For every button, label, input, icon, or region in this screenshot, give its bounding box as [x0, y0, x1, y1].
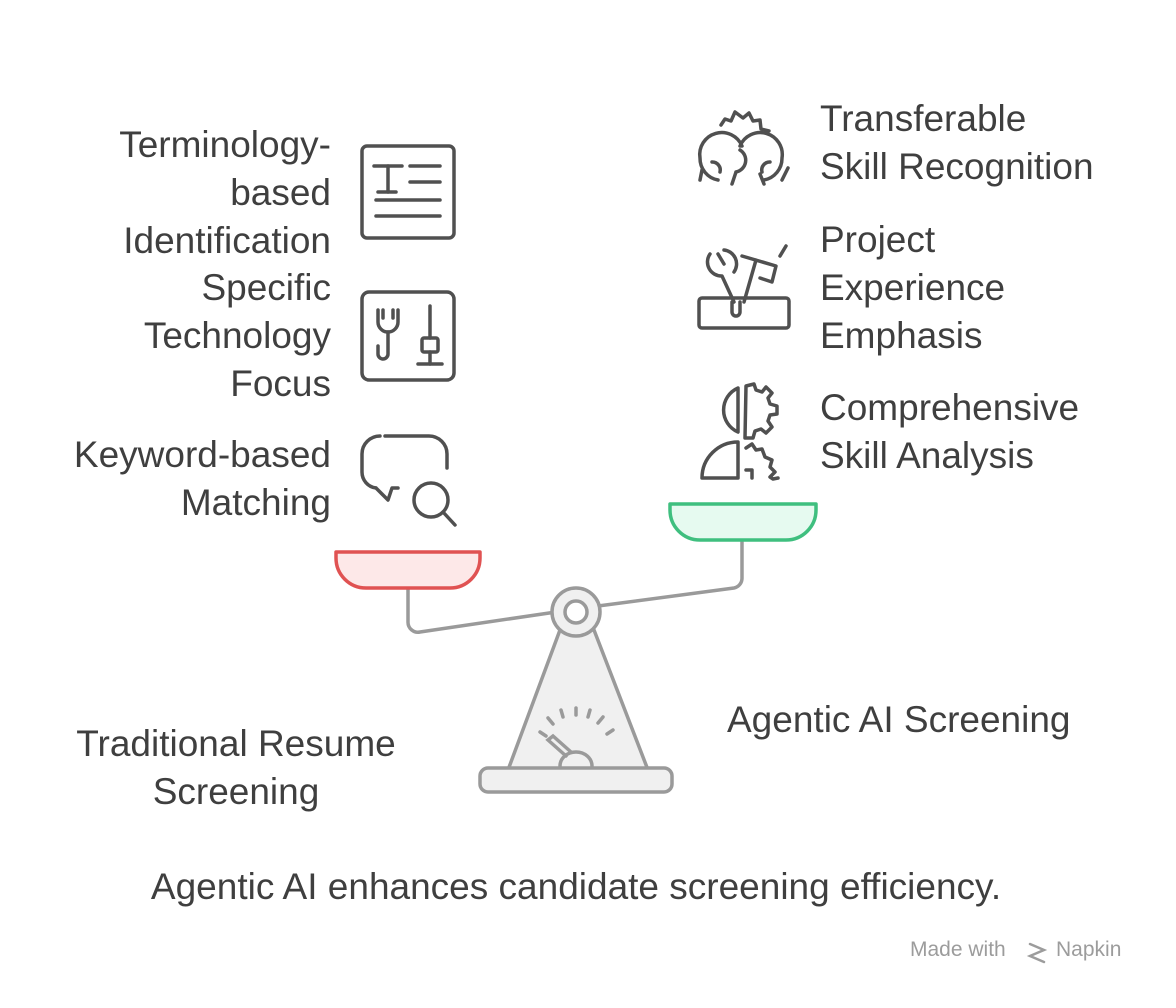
right-item-label-1: Transferable Skill Recognition — [820, 98, 1094, 187]
tools-icon — [360, 290, 456, 382]
left-side-title: Traditional Resume Screening — [76, 723, 396, 812]
napkin-logo-icon — [1026, 942, 1048, 964]
diagram-caption: Agentic AI enhances candidate screening … — [150, 866, 1002, 907]
right-item-label-2: Project Experience Emphasis — [820, 219, 1006, 356]
watermark-brand: Napkin — [1056, 938, 1122, 961]
left-pan — [334, 550, 482, 590]
scale-stand — [478, 586, 674, 794]
right-item-label-3: Comprehensive Skill Analysis — [820, 387, 1080, 476]
watermark-prefix: Made with — [910, 938, 1006, 961]
right-pan — [668, 502, 818, 542]
left-item-label-1: Terminology- based Identification — [119, 124, 331, 261]
left-item-label-3: Keyword-based Matching — [73, 434, 331, 523]
right-side-title: Agentic AI Screening — [727, 699, 1071, 740]
toolbox-icon — [697, 244, 791, 330]
people-gear-icon — [697, 110, 790, 186]
head-gears-icon — [700, 382, 780, 481]
left-item-label-2: Specific Technology Focus — [143, 267, 331, 404]
text-document-icon — [360, 144, 456, 240]
chat-search-icon — [360, 434, 457, 527]
